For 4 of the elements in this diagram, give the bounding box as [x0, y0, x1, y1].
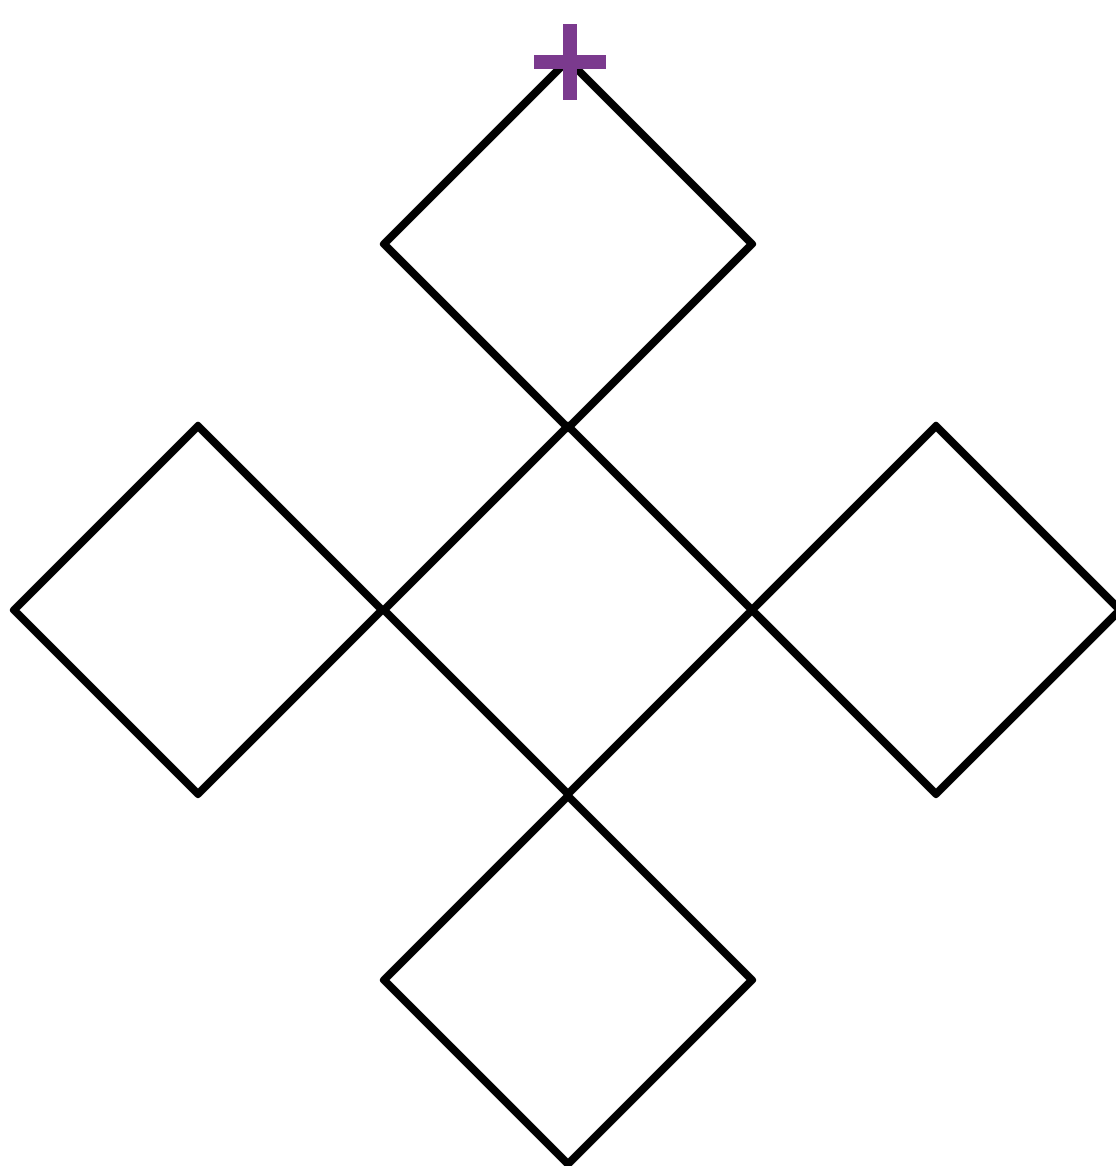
diamond-outline [14, 426, 382, 794]
diamond-outline [752, 426, 1116, 794]
diamond-outline [384, 426, 752, 794]
diamond-outline [384, 796, 752, 1164]
